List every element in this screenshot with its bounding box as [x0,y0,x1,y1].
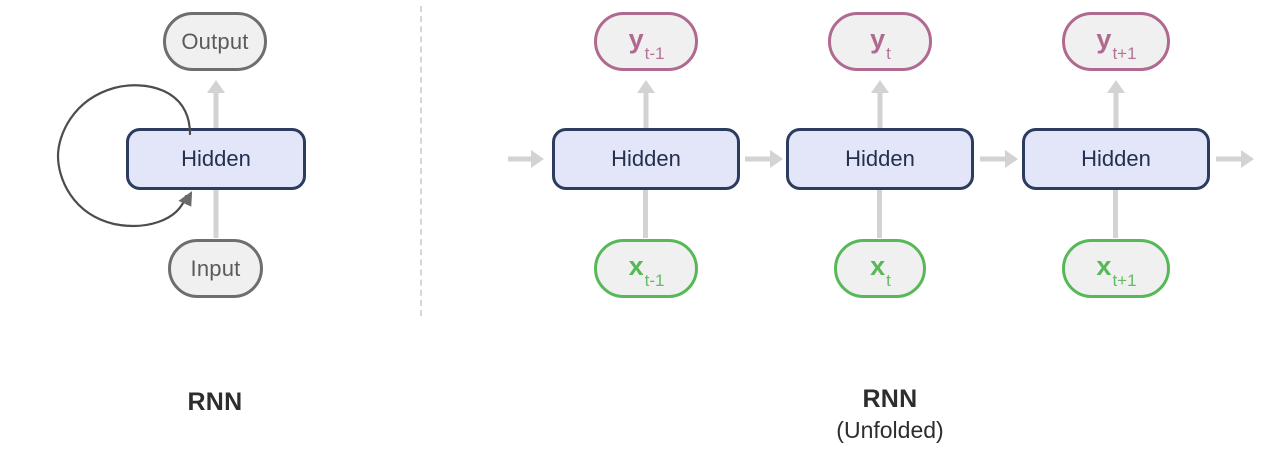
input-node-t-minus-1[interactable]: xt-1 [594,239,698,298]
output-node-t[interactable]: yt [828,12,932,71]
unfolded-caption: RNN (Unfolded) [780,385,1000,444]
hidden-node-t-minus-1-label: Hidden [611,146,681,171]
output-node-t-label: yt [870,23,891,64]
input-node[interactable]: Input [168,239,263,298]
hidden-node-t-minus-1[interactable]: Hidden [552,128,740,190]
hidden-to-output-arrow [206,80,226,128]
input-node-t[interactable]: xt [834,239,926,298]
output-node-t-minus-1-label: yt-1 [628,23,665,64]
hidden-node-label: Hidden [181,146,251,171]
incoming-state-arrow [508,143,544,175]
input-node-t-minus-1-label: xt-1 [628,250,665,291]
unfolded-caption-line2: (Unfolded) [836,417,944,443]
recurrent-loop-arrow [48,78,193,230]
input-to-hidden-line-1 [643,190,648,238]
section-divider [420,6,422,316]
unfolded-caption-line1: RNN [862,385,918,413]
hidden-node-t[interactable]: Hidden [786,128,974,190]
hidden-node-t-plus-1-label: Hidden [1081,146,1151,171]
folded-caption: RNN [115,388,315,417]
state-arrow-1-to-2 [745,143,783,175]
folded-caption-line1: RNN [187,388,243,416]
hidden-node-t-plus-1[interactable]: Hidden [1022,128,1210,190]
output-node[interactable]: Output [163,12,267,71]
hidden-to-output-arrow-2 [870,80,890,128]
input-node-t-label: xt [870,250,891,291]
hidden-to-output-arrow-1 [636,80,656,128]
output-node-t-minus-1[interactable]: yt-1 [594,12,698,71]
input-to-hidden-arrow [206,190,226,238]
hidden-to-output-arrow-3 [1106,80,1126,128]
hidden-node[interactable]: Hidden [126,128,306,190]
output-node-t-plus-1[interactable]: yt+1 [1062,12,1170,71]
output-node-t-plus-1-label: yt+1 [1096,23,1137,64]
outgoing-state-arrow [1216,143,1254,175]
output-node-label: Output [181,28,249,54]
state-arrow-2-to-3 [980,143,1018,175]
input-to-hidden-line-2 [877,190,882,238]
input-node-t-plus-1-label: xt+1 [1096,250,1137,291]
hidden-node-t-label: Hidden [845,146,915,171]
input-node-label: Input [190,255,241,281]
input-to-hidden-line-3 [1113,190,1118,238]
input-node-t-plus-1[interactable]: xt+1 [1062,239,1170,298]
